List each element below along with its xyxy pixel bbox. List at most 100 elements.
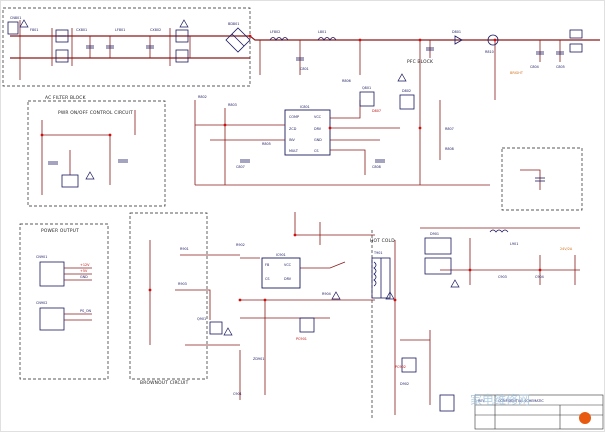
label-r903: R903 [178, 282, 187, 286]
pwm-pin-fb: FB [265, 263, 270, 267]
label-c901: C901 [233, 392, 242, 396]
pfc-pin-zcd: ZCD [289, 127, 297, 131]
pfc-pin-drv: DRV [314, 127, 322, 131]
pwm-pin-drv: DRV [284, 277, 292, 281]
warning-icon [450, 279, 460, 288]
label-f801: F801 [30, 28, 38, 32]
label-c807: C807 [236, 165, 245, 169]
pwr-control-title: PWR ON/OFF CONTROL CIRCUIT [58, 110, 133, 116]
label-t901: T901 [373, 251, 383, 255]
net-nodes [40, 34, 542, 302]
label-cx801: CX801 [76, 28, 87, 32]
label-d802: D802 [402, 89, 411, 93]
label-r806: R806 [342, 79, 351, 83]
rail-capacitors [86, 45, 564, 61]
label-l901: L901 [510, 242, 518, 246]
label-r808: R808 [445, 147, 454, 151]
label-r904: R904 [322, 292, 331, 296]
pfc-pin-gnd: GND [314, 138, 322, 142]
pwm-section-wiring [149, 212, 580, 415]
label-pc901: PC901 [296, 337, 307, 341]
label-r805: R805 [262, 142, 271, 146]
label-cx802: CX802 [150, 28, 161, 32]
label-cn901: CN901 [36, 255, 47, 259]
pfc-controller-block [194, 40, 490, 186]
label-r810: R810 [485, 50, 494, 54]
label-c904: C904 [535, 275, 544, 279]
thermistor [487, 34, 499, 46]
label-d807: D807 [372, 109, 381, 113]
output-connectors [39, 261, 92, 331]
warning-icon [19, 19, 29, 28]
brownout-frame [129, 212, 208, 380]
pwm-pin-vcc: VCC [284, 263, 292, 267]
transistor-brownout [209, 321, 223, 335]
title-block-doc: CONFIDENTIAL SCHEMATIC [498, 399, 544, 403]
label-bright: BRIGHT [510, 71, 524, 75]
pfc-pin-cs: CS [314, 149, 319, 153]
label-c801: C801 [300, 67, 309, 71]
optocoupler-1 [299, 317, 315, 333]
pwm-pin-cs: CS [265, 277, 270, 281]
pfc-pin-mult: MULT [289, 149, 299, 153]
pfc-diode [454, 35, 463, 45]
standby-frame [501, 147, 583, 211]
label-5v: +5V [80, 269, 88, 273]
hot-cold-title: HOT COLD [370, 238, 395, 244]
title-block-rev: REV [478, 399, 485, 403]
sync-rect-2 [424, 257, 452, 275]
label-24v: 24V/2A [560, 247, 573, 251]
label-bd801: BD801 [228, 22, 239, 26]
label-c804: C804 [530, 65, 539, 69]
pwm-ic-name: IC901 [276, 253, 286, 257]
pfc-inductor [269, 37, 337, 41]
warning-icon [223, 327, 233, 336]
pwm-ic [261, 257, 301, 289]
pfc-pin-vcc: VCC [314, 115, 322, 119]
pfc-ic-name: IC801 [300, 105, 310, 109]
label-r803: R803 [228, 103, 237, 107]
warning-icon [179, 19, 189, 28]
label-r902: R902 [236, 243, 245, 247]
label-c903: C903 [498, 275, 507, 279]
warning-icon [331, 291, 341, 300]
label-l801: L801 [318, 30, 326, 34]
label-q901: Q901 [197, 317, 206, 321]
label-pc902: PC902 [395, 365, 406, 369]
ac-filter-title: AC FILTER BLOCK [45, 95, 86, 101]
label-d801: D801 [452, 30, 461, 34]
label-cn801: CN801 [10, 16, 21, 20]
label-c808: C808 [372, 165, 381, 169]
pwr-control-wiring [41, 110, 136, 195]
optocoupler-2 [401, 357, 417, 373]
sync-rect-1 [424, 237, 452, 255]
output-inductor [489, 229, 509, 233]
main-transformer [371, 257, 391, 299]
bridge-rectifier [225, 27, 251, 53]
pfc-pin-inv: INV [289, 138, 296, 142]
label-12v: +12V [80, 263, 90, 267]
watermark: 家电维修网 [470, 392, 530, 407]
label-lf801: LF801 [115, 28, 125, 32]
label-q801: Q801 [362, 86, 371, 90]
label-cn902: CN902 [36, 301, 47, 305]
output-connector-top-2 [569, 43, 583, 53]
label-r802: R802 [198, 95, 207, 99]
label-r807: R807 [445, 127, 454, 131]
output-connector-top [569, 29, 583, 39]
standby-cap [520, 169, 545, 190]
warning-icon [397, 73, 407, 82]
warning-icon [85, 171, 95, 180]
label-r901: R901 [180, 247, 189, 251]
warning-icon [385, 291, 395, 300]
ac-input-connector [7, 21, 19, 35]
power-output-title: POWER OUTPUT [41, 228, 79, 234]
power-output-frame [19, 223, 109, 380]
title-block [474, 394, 604, 430]
label-zd901: ZD901 [253, 357, 264, 361]
label-gnd: GND [80, 275, 88, 279]
pfc-pin-comp: COMP [289, 115, 299, 119]
